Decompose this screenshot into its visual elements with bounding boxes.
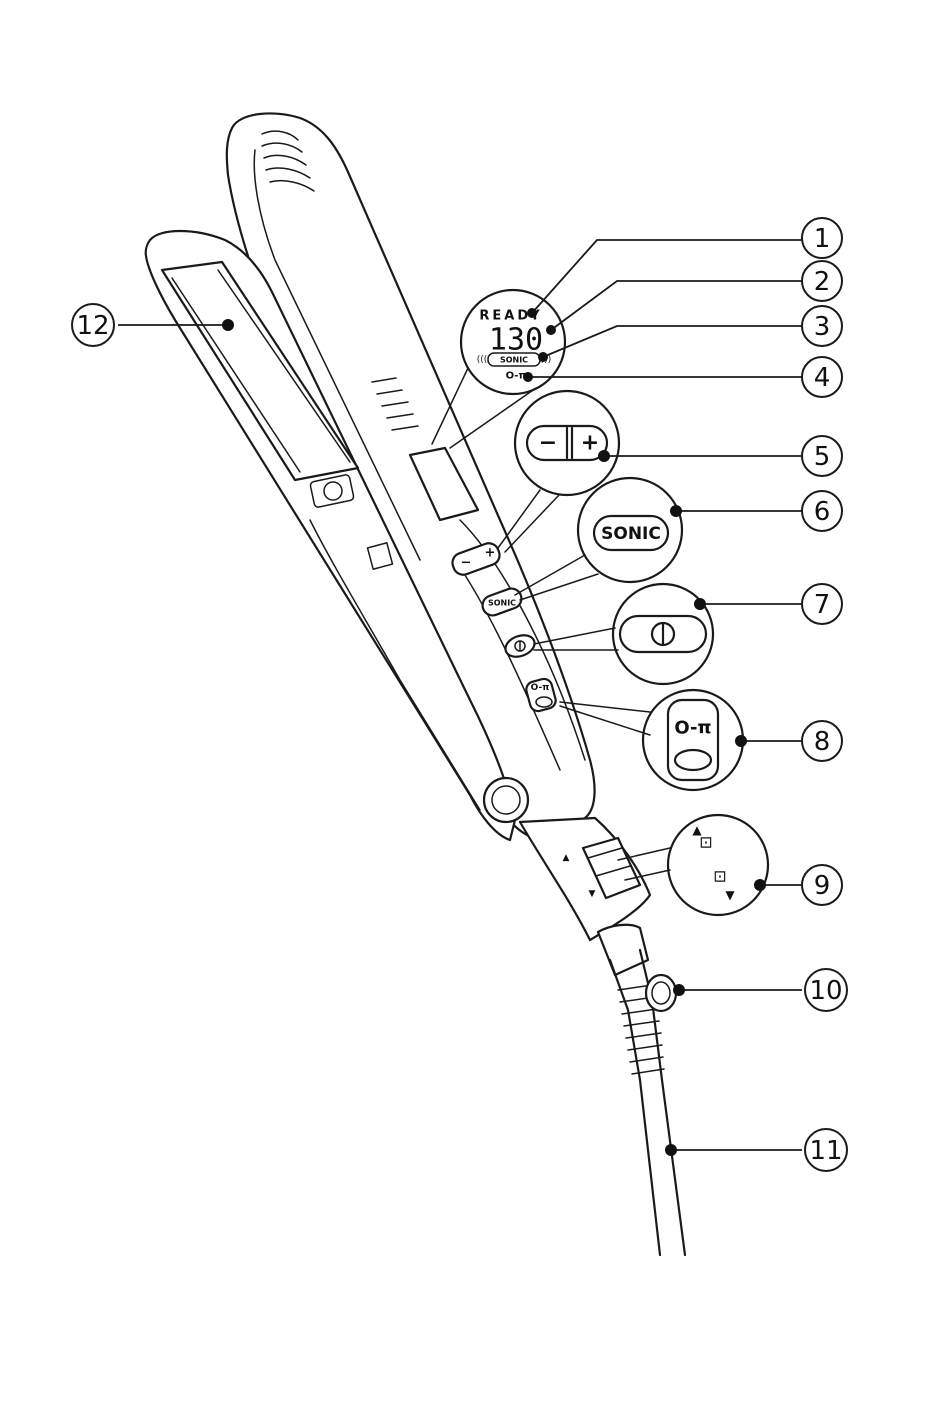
svg-text:6: 6: [814, 497, 831, 527]
callout-12: 12: [71, 303, 115, 347]
callout-3: 3: [801, 305, 843, 347]
swivel-lock-zoom: ▲ ⊡ ⊡ ▼: [617, 813, 770, 917]
display-window: [408, 446, 480, 522]
svg-text:5: 5: [814, 442, 831, 472]
svg-text:▲: ▲: [563, 853, 570, 863]
hinge: ▲ ▼: [482, 776, 652, 977]
callout-1: 1: [801, 217, 843, 259]
svg-text:2: 2: [814, 267, 831, 297]
callout-4: 4: [801, 356, 843, 398]
svg-text:4: 4: [814, 363, 831, 393]
svg-text:10: 10: [809, 976, 842, 1006]
lock-indicator: O-π: [506, 371, 527, 382]
small-lock-switch[interactable]: O-π: [525, 677, 558, 713]
callout-6: 6: [801, 490, 843, 532]
back-arm: − + SONIC O-π: [225, 112, 596, 842]
svg-text:▼: ▼: [589, 889, 596, 899]
svg-text:⊡: ⊡: [713, 867, 726, 886]
minus-button[interactable]: −: [539, 431, 557, 456]
power-button-zoom: [533, 582, 715, 686]
svg-text:O-π: O-π: [531, 683, 550, 693]
small-temp-button[interactable]: − +: [450, 540, 503, 577]
temp-button-zoom: − +: [497, 389, 621, 553]
callout-2: 2: [801, 260, 843, 302]
sonic-indicator: SONIC: [500, 356, 528, 365]
svg-text:−: −: [461, 556, 472, 571]
swivel-lock-ring[interactable]: [581, 836, 642, 900]
sonic-button[interactable]: SONIC: [601, 524, 661, 544]
plus-button[interactable]: +: [581, 431, 599, 456]
svg-text:11: 11: [809, 1136, 842, 1166]
svg-text:8: 8: [814, 727, 831, 757]
svg-text:▼: ▼: [725, 888, 735, 902]
leader-lines: [118, 239, 802, 1151]
sonic-button-zoom: SONIC: [514, 476, 684, 601]
svg-text:9: 9: [814, 871, 831, 901]
small-sonic-button[interactable]: SONIC: [480, 586, 524, 618]
svg-text:12: 12: [76, 311, 109, 341]
svg-text:3: 3: [814, 312, 831, 342]
temperature-readout: 130: [489, 323, 543, 358]
callout-5: 5: [801, 435, 843, 477]
lock-slider[interactable]: [673, 748, 713, 772]
lock-switch-zoom: O-π: [559, 688, 745, 792]
svg-text:▲: ▲: [692, 823, 702, 837]
callout-9: 9: [801, 864, 843, 906]
ready-indicator: READY: [479, 309, 542, 324]
callout-11: 11: [804, 1128, 848, 1172]
svg-text:7: 7: [814, 590, 831, 620]
leader-dots: [222, 308, 766, 1156]
callout-8: 8: [801, 720, 843, 762]
cord-swivel: [644, 973, 678, 1013]
svg-text:+: +: [485, 546, 496, 561]
svg-text:SONIC: SONIC: [488, 599, 516, 608]
small-power-button[interactable]: [502, 631, 537, 660]
display-zoom: READY 130 SONIC ((( ))) O-π: [431, 288, 567, 449]
svg-text:O-π: O-π: [674, 718, 711, 739]
heating-plate: [160, 260, 360, 482]
callout-10: 10: [804, 968, 848, 1012]
callout-7: 7: [801, 583, 843, 625]
svg-text:⊡: ⊡: [699, 833, 712, 852]
svg-text:(((: (((: [477, 355, 488, 365]
cord: [608, 948, 687, 1257]
svg-text:1: 1: [814, 224, 831, 254]
